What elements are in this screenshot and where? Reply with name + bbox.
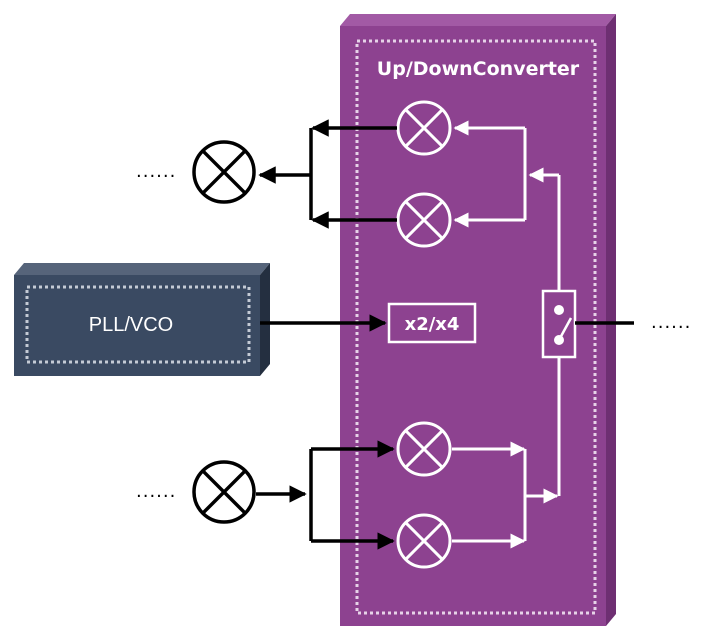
pll-top-face — [14, 263, 270, 275]
multiplier-label: x2/x4 — [405, 314, 460, 335]
continuation-dots-bottom: ...... — [136, 481, 176, 502]
converter-top-face — [340, 14, 616, 26]
mixer-external-top — [192, 140, 256, 204]
upper-black-routing — [258, 119, 397, 229]
converter-side-face — [606, 14, 616, 626]
lower-black-routing — [256, 440, 395, 550]
mixer-lower-2 — [396, 513, 452, 569]
continuation-dots-right: ...... — [651, 312, 691, 333]
pll-inner-border — [25, 285, 251, 364]
pll-front-face — [14, 275, 260, 376]
multiplier-box — [387, 302, 477, 344]
pll-side-face — [260, 263, 270, 376]
pll-block: PLL/VCO — [14, 263, 270, 376]
lower-white-routing — [452, 357, 561, 549]
converter-inner-border — [355, 39, 597, 615]
multiplier-block: x2/x4 — [387, 302, 477, 344]
continuation-dots-top: ...... — [136, 161, 176, 182]
mixer-external-bottom — [192, 460, 256, 524]
mixer-upper-1 — [396, 100, 452, 156]
mixer-upper-2 — [396, 192, 452, 248]
converter-title: Up/DownConverter — [377, 58, 580, 80]
upper-white-routing — [453, 120, 561, 291]
switch-contact-top — [554, 305, 564, 315]
switch-lever — [557, 317, 573, 341]
mixer-lower-1 — [396, 421, 452, 477]
pll-label: PLL/VCO — [89, 314, 173, 336]
